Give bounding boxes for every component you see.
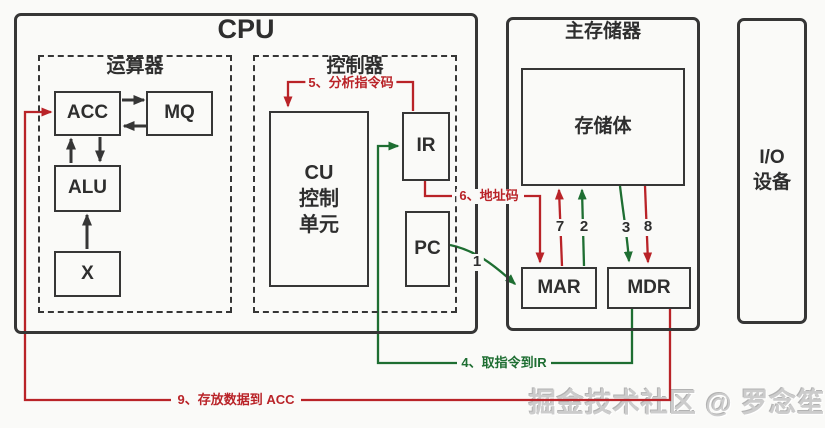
wire-step6-ir-segment xyxy=(423,181,452,198)
step8-label: 8 xyxy=(640,218,656,236)
wire-step4-ir-arrow xyxy=(376,141,457,365)
cpu-title: CPU xyxy=(217,14,275,44)
controller-title: 控制器 xyxy=(326,56,384,77)
cu-control-unit: CU 控制 单元 xyxy=(269,111,369,287)
step2-label: 2 xyxy=(576,218,592,236)
step7-label: 7 xyxy=(552,218,568,236)
step6-label: 6、地址码 xyxy=(456,188,522,204)
step5-label: 5、分析指令码 xyxy=(305,75,397,91)
wire-step5-cu-arrow xyxy=(283,80,306,108)
controller-box xyxy=(253,55,457,313)
step1-label: 1 xyxy=(469,253,485,271)
wire-step9-mdr-segment xyxy=(301,308,672,402)
x-register: X xyxy=(54,251,121,297)
cpu-box xyxy=(14,13,478,334)
alu-box: ALU xyxy=(54,165,121,212)
step3-label: 3 xyxy=(618,219,634,237)
ir-register: IR xyxy=(402,112,450,181)
watermark: 掘金技术社区 @ 罗念笙 xyxy=(528,388,825,418)
mq-register: MQ xyxy=(146,91,213,136)
main-memory-box xyxy=(506,17,700,331)
step4-label: 4、取指令到IR xyxy=(458,355,550,371)
arithmetic-unit-title: 运算器 xyxy=(106,56,164,77)
wire-step4-mdr-segment xyxy=(551,308,634,365)
mar-register: MAR xyxy=(521,267,597,309)
acc-register: ACC xyxy=(54,91,121,136)
main-memory-title: 主存储器 xyxy=(564,21,642,42)
pc-register: PC xyxy=(405,211,450,287)
step9-label: 9、存放数据到 ACC xyxy=(174,392,298,408)
storage-body-box: 存储体 xyxy=(521,68,685,186)
wire-step6-mar-arrow xyxy=(524,194,545,264)
mdr-register: MDR xyxy=(607,267,691,309)
wire-step5-ir-segment xyxy=(396,80,415,111)
arithmetic-unit-box xyxy=(38,55,232,313)
io-device-box: I/O 设备 xyxy=(737,18,807,324)
